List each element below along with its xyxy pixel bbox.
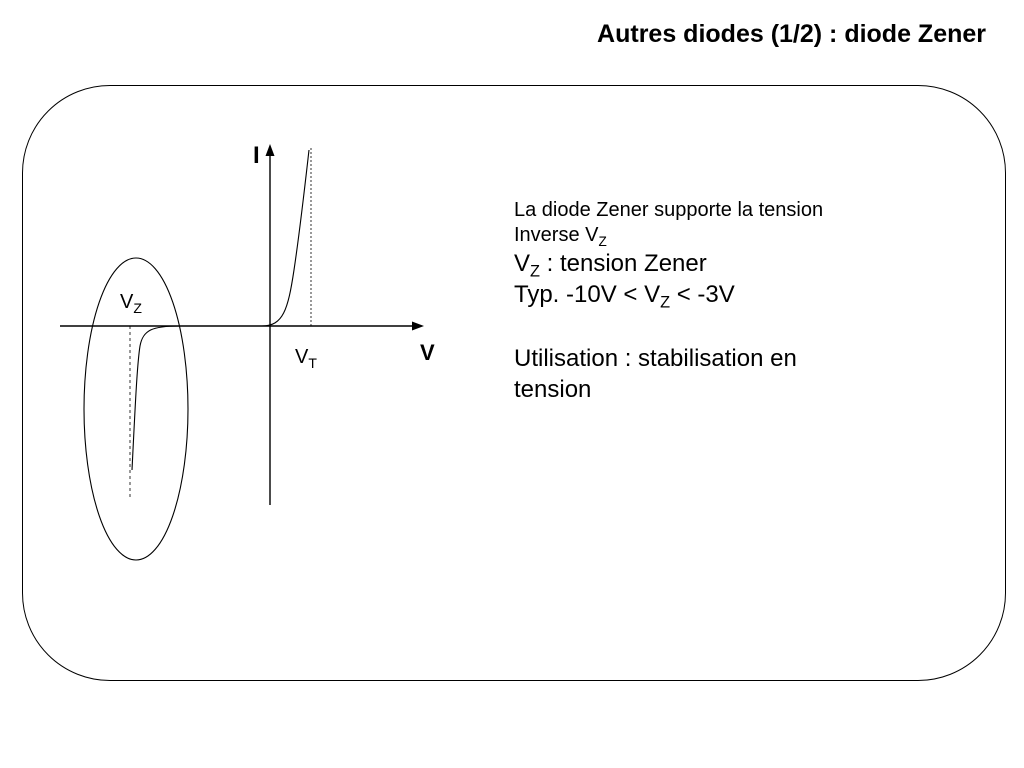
- breakdown-curve: [131, 325, 181, 471]
- description-line-1: La diode Zener supporte la tension: [514, 199, 824, 221]
- current-axis-label: I: [253, 142, 260, 169]
- description-text: La diode Zener supporte la tension Inver…: [514, 198, 954, 405]
- current-axis-arrow: [265, 144, 275, 156]
- voltage-axis-label: V: [420, 340, 435, 365]
- forward-curve: [180, 149, 310, 327]
- voltage-axis-arrow: [412, 321, 424, 331]
- description-line-4: Typ. -10V < VZ < -3V: [514, 281, 735, 312]
- threshold-voltage-label: VT: [295, 346, 317, 371]
- description-line-3: VZ : tension Zener: [514, 250, 707, 281]
- description-line-2: Inverse VZ: [514, 224, 607, 249]
- breakdown-highlight-ellipse: [83, 257, 189, 561]
- description-spacer: [514, 310, 954, 343]
- slide-title: Autres diodes (1/2) : diode Zener: [597, 20, 986, 48]
- description-line-6: tension: [514, 376, 592, 403]
- description-line-5: Utilisation : stabilisation en: [514, 345, 797, 372]
- zener-voltage-label: VZ: [120, 291, 142, 316]
- content-frame: [22, 85, 1006, 681]
